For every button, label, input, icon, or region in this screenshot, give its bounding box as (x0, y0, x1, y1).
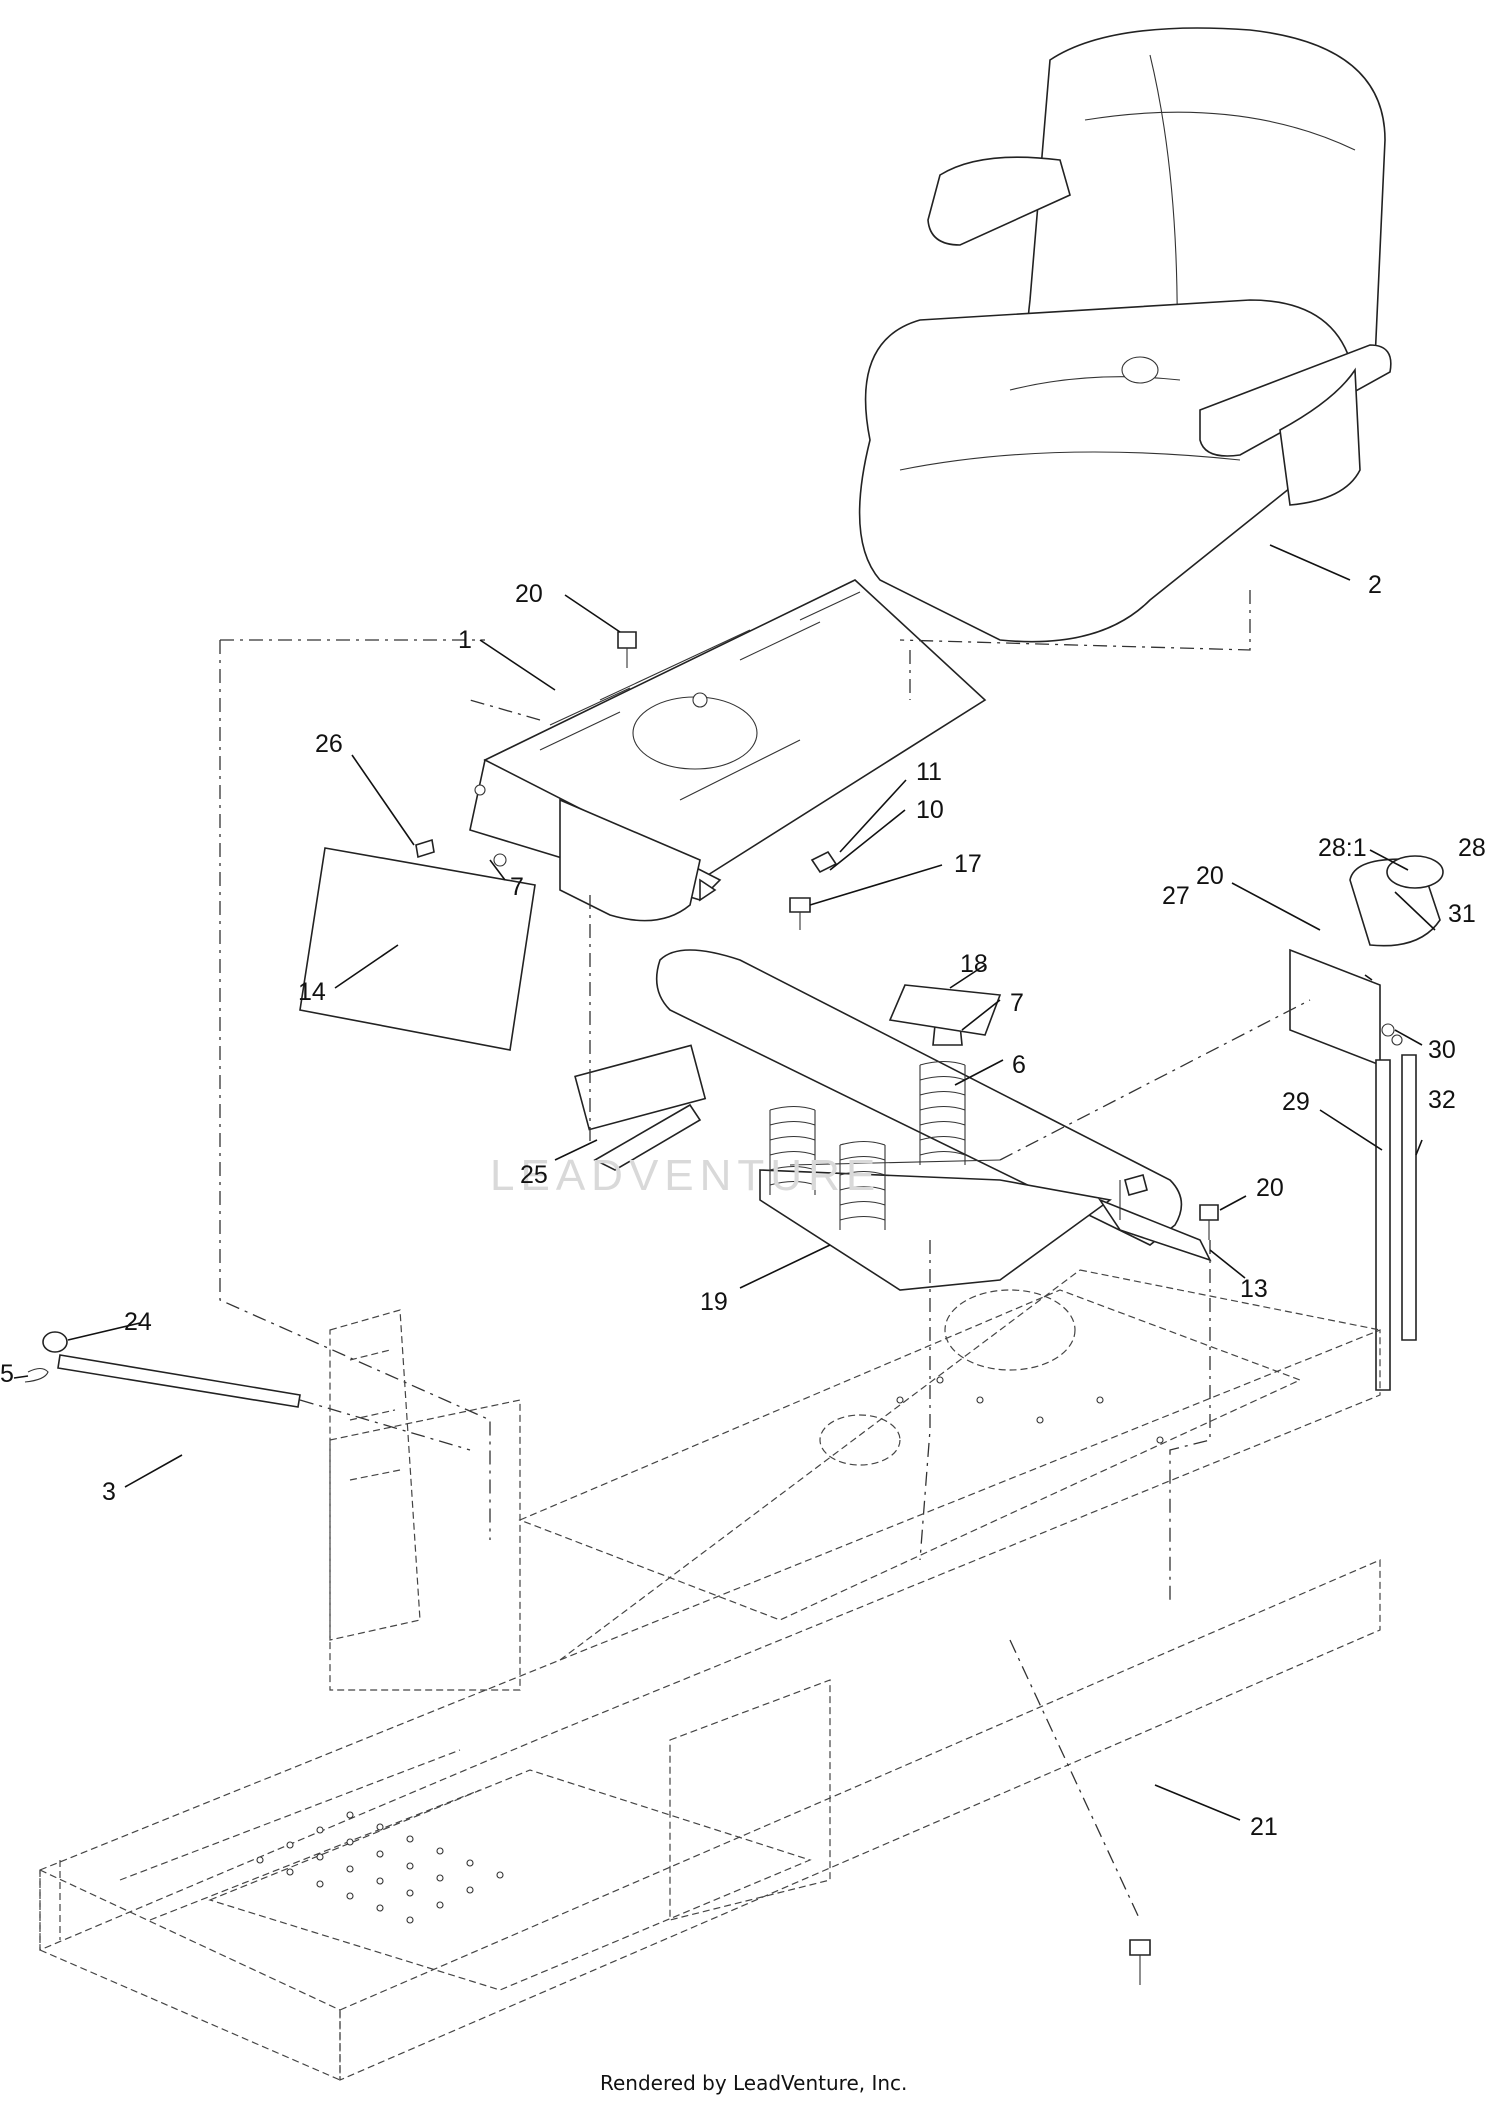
spring (839, 1140, 886, 1230)
seat-assembly (858, 27, 1392, 643)
callout-7-plate: 7 (510, 873, 524, 901)
suspension-assembly (574, 949, 1212, 1291)
callout-13: 13 (1240, 1275, 1268, 1303)
callout-17: 17 (954, 850, 982, 878)
callout-28: 28 (1458, 834, 1486, 862)
seat-mounting-plate (469, 579, 987, 922)
callout-18: 18 (960, 950, 988, 978)
pivot-rod (24, 1331, 301, 1408)
leader-lines (13, 544, 1436, 1821)
side-bracket (329, 1309, 421, 1641)
fasteners (415, 631, 1219, 1985)
callout-19: 19 (700, 1288, 728, 1316)
callout-11: 11 (916, 758, 942, 786)
callout-10: 10 (916, 796, 944, 824)
callout-25: 25 (520, 1161, 548, 1189)
hour-meter-assembly (1289, 855, 1444, 1391)
callout-20-meter: 20 (1196, 862, 1224, 890)
callout-31: 31 (1448, 900, 1476, 928)
callout-14: 14 (298, 978, 326, 1006)
watermark: LEADVENTURE (490, 1151, 881, 1200)
footer-credit: Rendered by LeadVenture, Inc. (600, 2071, 907, 2095)
callout-26: 26 (315, 730, 343, 758)
spring (769, 1105, 816, 1195)
callout-7-spring: 7 (1010, 989, 1024, 1017)
callout-32: 32 (1428, 1086, 1456, 1114)
callout-20-mid: 20 (1256, 1174, 1284, 1202)
decal-plate (299, 847, 536, 1051)
callout-30: 30 (1428, 1036, 1456, 1064)
callout-20-top: 20 (515, 580, 543, 608)
callout-29: 29 (1282, 1088, 1310, 1116)
callout-2: 2 (1368, 571, 1382, 599)
callout-24: 24 (124, 1308, 152, 1336)
callout-21: 21 (1250, 1813, 1278, 1841)
spring (919, 1060, 966, 1165)
callout-27: 27 (1162, 882, 1190, 910)
frame-holes (256, 1376, 1164, 1924)
callout-6: 6 (1012, 1051, 1026, 1079)
callouts: 20 1 26 7 14 2 11 10 17 18 7 6 25 19 20 … (0, 571, 1486, 1841)
callout-1: 1 (458, 626, 472, 654)
callout-5: 5 (0, 1360, 14, 1388)
callout-28-1: 28:1 (1318, 834, 1367, 862)
mower-frame (39, 1269, 1381, 2081)
callout-3: 3 (102, 1478, 116, 1506)
assembly-lines (219, 590, 1311, 1921)
